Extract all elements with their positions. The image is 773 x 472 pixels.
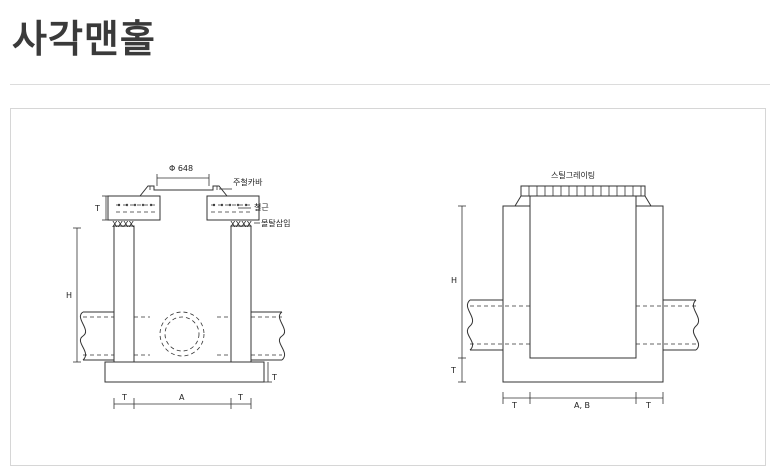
rebar-label: 철근: [254, 202, 269, 212]
pipe-left: [83, 311, 114, 361]
left-slab-right: [206, 195, 260, 221]
left-base-slab: [104, 361, 265, 383]
cast-iron-cover: [139, 185, 228, 197]
pipe-right: [251, 311, 282, 361]
wall-thickness-label-left: T: [121, 393, 127, 402]
cast-iron-cover-label: 주철카바: [233, 177, 263, 187]
left-slab-left: [107, 195, 161, 221]
height-label: H: [451, 276, 457, 285]
diameter-label: Φ 648: [169, 164, 193, 173]
base-thickness-label: T: [450, 366, 456, 375]
mortar-label: 몰탈삽입: [261, 218, 290, 228]
slab-thickness-label: T: [94, 204, 100, 213]
wall-thickness-label-left: T: [511, 401, 517, 410]
width-label: A, B: [574, 401, 590, 410]
pipe-left: [470, 299, 503, 351]
steel-grating-label: 스틸그레이팅: [551, 170, 595, 180]
wall-thickness-label-right: T: [237, 393, 243, 402]
title-divider: [10, 84, 770, 85]
right-manhole-body: [502, 205, 664, 383]
steel-grating: [520, 185, 646, 197]
wall-thickness-label-right: T: [645, 401, 651, 410]
left-wall-left: [113, 225, 135, 363]
pipe-right: [663, 299, 696, 351]
width-label: A: [179, 393, 185, 402]
pipe-opening: [159, 311, 205, 357]
base-thickness-label: T: [271, 373, 277, 382]
mortar-marks-left: XXXX: [112, 220, 134, 229]
height-label: H: [66, 291, 72, 300]
left-manhole-diagram: XXXX XXXX Φ 648 주철카바 철근 몰탈삽입 T: [66, 164, 290, 409]
right-manhole-diagram: 스틸그레이팅 H T T A, B T: [450, 170, 700, 410]
left-wall-right: [230, 225, 252, 363]
mortar-marks-right: XXXX: [230, 220, 252, 229]
page-title: 사각맨홀: [12, 17, 156, 61]
grating-bars: [528, 186, 642, 196]
